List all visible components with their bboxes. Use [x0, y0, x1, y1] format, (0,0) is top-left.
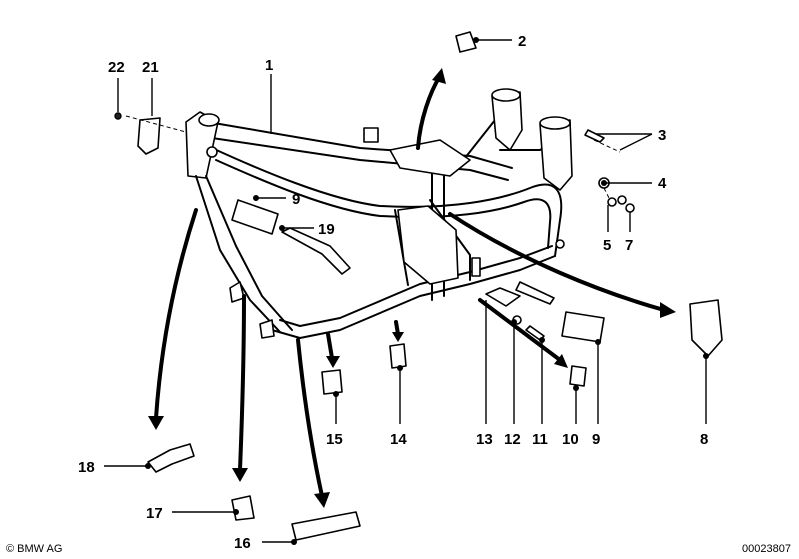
callout-7: 7: [625, 237, 633, 254]
callout-4: 4: [658, 175, 667, 192]
part-15-stop: [321, 369, 343, 395]
callout-14: 14: [390, 431, 407, 448]
part-17-rubber: [231, 495, 255, 521]
callout-12: 12: [504, 431, 521, 448]
part-9-footrest-rubber-upper: [231, 199, 279, 235]
leader-lines: [104, 37, 709, 545]
arrows: [148, 68, 676, 508]
callout-1: 1: [265, 57, 273, 74]
bolt-long: [515, 281, 555, 305]
part-21-bracket: [137, 117, 161, 155]
part-8-bracket: [689, 299, 723, 357]
callout-19: 19: [318, 221, 335, 238]
part-19-footrest-arm: [281, 227, 351, 275]
copyright-text: © BMW AG: [6, 543, 63, 555]
part-16-tube: [291, 511, 361, 541]
callout-labels: 1 2 3 4 5 7 8 9 19 22 21 13 12 11 10 9 1…: [78, 33, 708, 552]
callout-16: 16: [234, 535, 251, 552]
callout-8: 8: [700, 431, 708, 448]
part-18-bracket: [147, 443, 195, 473]
callout-13: 13: [476, 431, 493, 448]
callout-10: 10: [562, 431, 579, 448]
callout-21: 21: [142, 59, 159, 76]
part-22-screw: [114, 112, 122, 120]
callout-2: 2: [518, 33, 526, 50]
callout-17: 17: [146, 505, 163, 522]
part-5-washer: [607, 197, 617, 207]
part-7-nut: [625, 203, 635, 213]
part-2-clip: [455, 31, 477, 53]
part-shapes: [114, 31, 723, 541]
part-10-clamp: [569, 365, 587, 387]
callout-3: 3: [658, 127, 666, 144]
callout-11: 11: [532, 431, 548, 448]
callout-5: 5: [603, 237, 611, 254]
callout-22: 22: [108, 59, 125, 76]
part-14-stop: [389, 343, 407, 369]
motorcycle-frame: [185, 88, 573, 339]
part-13-arm: [485, 287, 521, 307]
part-3-bolt: [584, 129, 605, 143]
part-5b-washer: [617, 195, 627, 205]
callout-15: 15: [326, 431, 343, 448]
part-9-footrest-rubber-lower: [561, 311, 605, 343]
document-number: 00023807: [742, 543, 791, 555]
callout-9-lower: 9: [592, 431, 600, 448]
callout-9-upper: 9: [292, 191, 300, 208]
assembly-lines: [125, 115, 621, 201]
callout-18: 18: [78, 459, 95, 476]
